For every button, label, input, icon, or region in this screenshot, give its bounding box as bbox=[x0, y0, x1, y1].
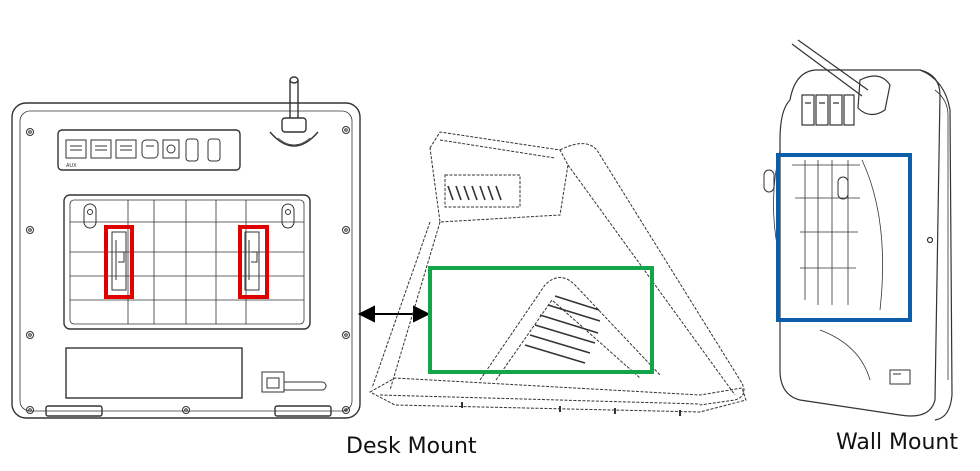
phone-top-body bbox=[429, 131, 569, 223]
port-icon bbox=[801, 94, 855, 126]
phone-body-outline bbox=[11, 102, 361, 419]
desk-mount-label: Desk Mount bbox=[346, 434, 477, 459]
port-panel bbox=[57, 129, 241, 171]
double-arrow-icon bbox=[357, 305, 431, 323]
wall-bracket bbox=[792, 159, 883, 311]
phone-base bbox=[368, 377, 747, 413]
screw-hole-icon bbox=[26, 126, 350, 414]
desk-mount-view bbox=[368, 131, 747, 416]
handset-jack bbox=[261, 371, 327, 393]
phone-front-panel bbox=[559, 143, 745, 406]
blue-highlight-wall-bracket bbox=[776, 153, 912, 322]
red-highlight-left bbox=[104, 225, 134, 299]
label-area bbox=[65, 347, 243, 399]
mounting-plate bbox=[63, 194, 311, 330]
handset-hook-icon bbox=[111, 231, 260, 291]
wall-antenna bbox=[791, 39, 869, 97]
port-icon bbox=[65, 138, 221, 162]
port-label-aux: AUX bbox=[66, 163, 77, 169]
wall-mount-label: Wall Mount bbox=[836, 430, 958, 455]
desk-stand bbox=[479, 277, 661, 381]
phone-foot-right bbox=[274, 405, 332, 417]
antenna bbox=[289, 80, 299, 118]
green-highlight-desk-stand bbox=[428, 266, 654, 374]
phone-back-view: AUX bbox=[11, 76, 361, 419]
mounting-plate-grid bbox=[70, 200, 304, 324]
phone-foot-left bbox=[45, 405, 103, 417]
wall-phone-body bbox=[779, 69, 941, 417]
red-highlight-right bbox=[238, 225, 269, 299]
keyhole-slot bbox=[83, 203, 295, 229]
wall-mount-view bbox=[763, 39, 953, 421]
